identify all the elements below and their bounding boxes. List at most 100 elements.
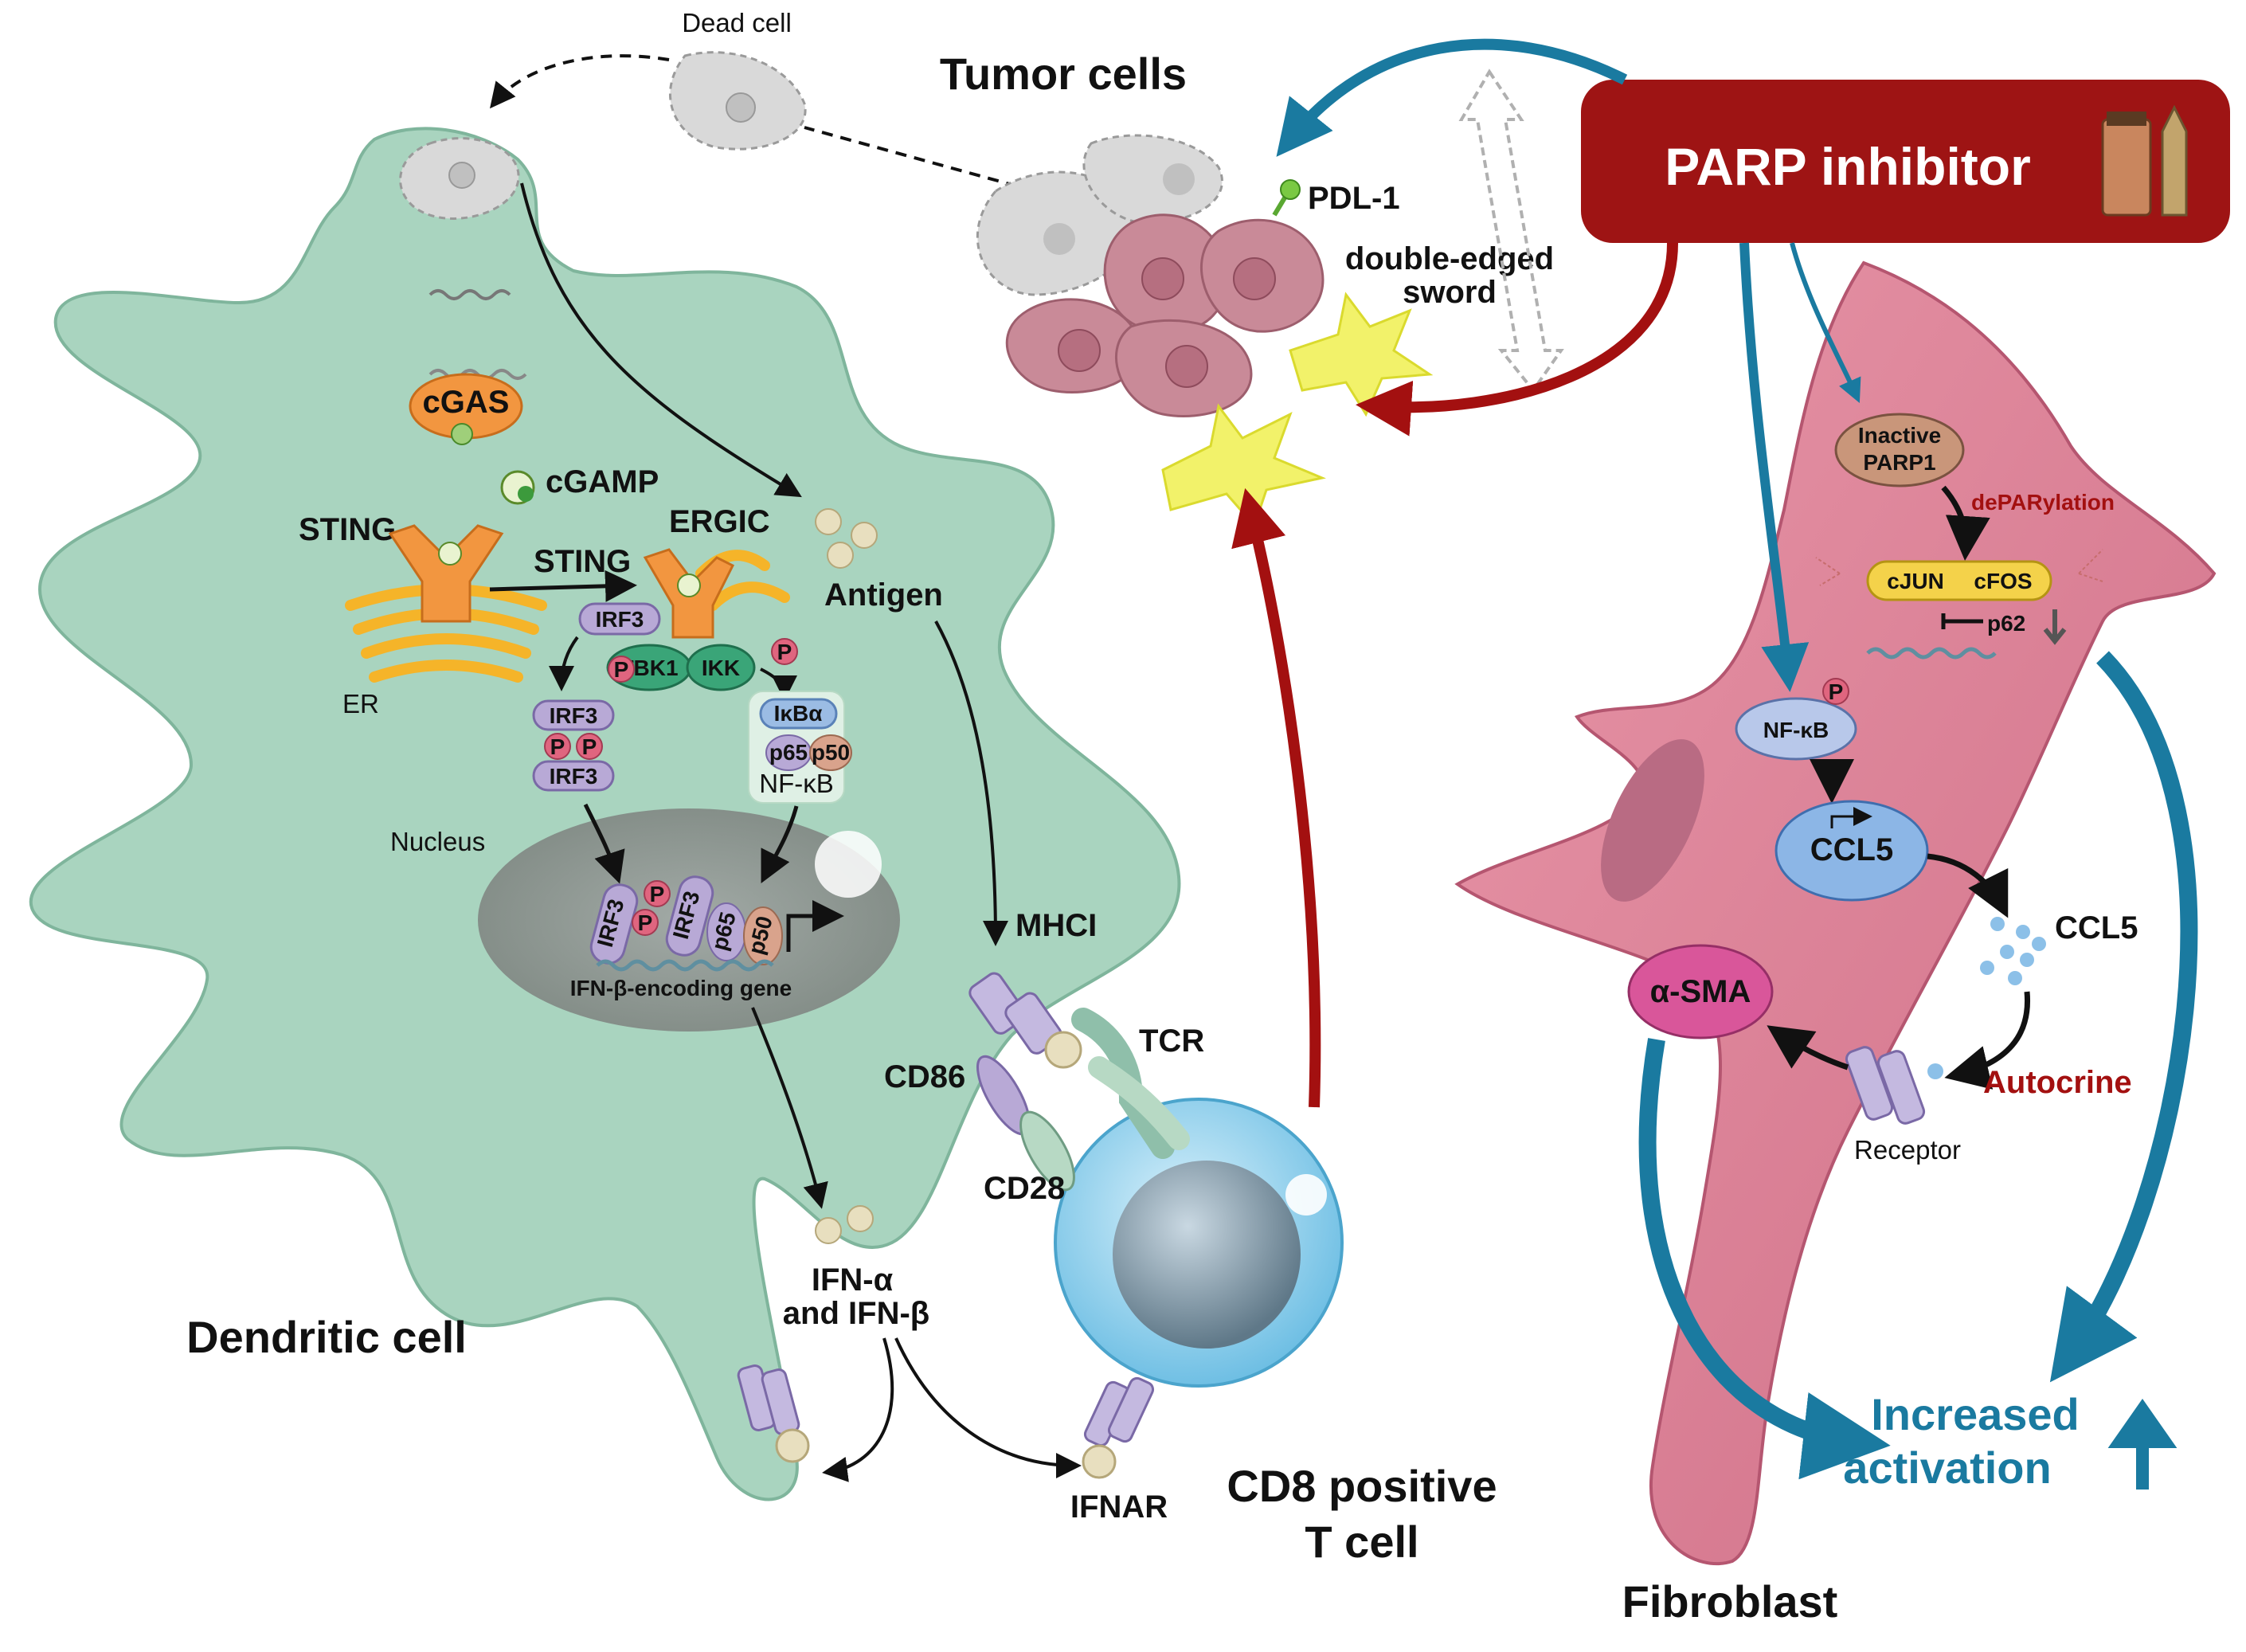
irf3-ergic bbox=[578, 602, 661, 636]
double-edged-sword-arrow bbox=[1458, 69, 1564, 393]
ifn-autocrine-arrow bbox=[822, 1337, 894, 1482]
tcell-to-tumor-red-arrow bbox=[1231, 487, 1321, 1108]
parp-inhibitor-background bbox=[1581, 80, 2230, 243]
ccl5-label: CCL5 bbox=[2055, 910, 2138, 945]
ifn-label-1: IFN-α bbox=[812, 1262, 894, 1298]
p-nuclear-a-label: P bbox=[650, 882, 665, 906]
cgamp-core-icon bbox=[518, 486, 534, 502]
p-nuclear-b-label: P bbox=[638, 910, 653, 935]
ifn-paracrine-arrow bbox=[894, 1337, 1082, 1478]
ifn-label-2: and IFN-β bbox=[783, 1296, 929, 1331]
increase-up-arrow-icon bbox=[2107, 1399, 2178, 1490]
ikba-protein bbox=[759, 698, 838, 730]
phospho-nfkb-icon bbox=[1822, 678, 1849, 705]
killing-burst-lower bbox=[1161, 403, 1327, 528]
ccl5-gene-label: CCL5 bbox=[1810, 832, 1893, 867]
phospho-irf3-b-icon bbox=[576, 733, 603, 760]
p62-inhibition-icon bbox=[1941, 613, 1983, 629]
antigen-processing-arrow bbox=[520, 182, 802, 498]
ikk-label: IKK bbox=[702, 656, 740, 680]
cjun-cfos-complex bbox=[1866, 560, 2052, 601]
asma-to-activation-arrow bbox=[1638, 1038, 1891, 1480]
cd8-t-cell: CD8 positive T cell bbox=[1054, 1098, 1497, 1567]
alpha-sma-label: α-SMA bbox=[1650, 974, 1751, 1009]
t-cell-nucleus bbox=[1113, 1161, 1301, 1349]
antigen-to-mhci-arrow bbox=[934, 620, 1008, 946]
mhci-label: MHCI bbox=[1015, 908, 1097, 943]
p62-gene-dna-icon bbox=[1866, 647, 1997, 660]
sting-ergic-label: STING bbox=[534, 544, 631, 579]
pdl1-stalk bbox=[1272, 194, 1289, 217]
p-ikk-label: P bbox=[777, 640, 792, 664]
ifnar-t-ligand bbox=[1082, 1444, 1117, 1479]
pdl1-icon bbox=[1280, 179, 1301, 200]
nucleus-highlight bbox=[815, 831, 882, 898]
p-irf3-b-label: P bbox=[582, 734, 597, 759]
engulfed-nucleus bbox=[448, 162, 475, 189]
cgamp-bound-icon bbox=[451, 423, 473, 445]
sting-er-label: STING bbox=[299, 512, 396, 547]
mhci-antigen bbox=[1044, 1031, 1082, 1069]
cgas-label: cGAS bbox=[423, 385, 510, 420]
parp-to-tumor-red-arrow bbox=[1356, 242, 1678, 436]
p65-label: p65 bbox=[769, 740, 808, 765]
er-label: ER bbox=[342, 689, 379, 718]
antigen-label: Antigen bbox=[824, 577, 943, 613]
ccl5-receptor bbox=[1845, 1046, 1943, 1125]
receptor-label: Receptor bbox=[1854, 1135, 1961, 1165]
nfkb-dc-label: NF-κB bbox=[759, 769, 834, 798]
t-cell-highlight bbox=[1285, 1174, 1327, 1216]
tcr-label: TCR bbox=[1139, 1024, 1204, 1059]
ifnar-dc-ligand bbox=[775, 1428, 810, 1463]
cd8-label-1: CD8 positive bbox=[1227, 1461, 1497, 1511]
irf3-ergic-label: IRF3 bbox=[596, 607, 644, 632]
ccl5-transcription-icon bbox=[1830, 807, 1872, 828]
sting-ergic-cgamp-icon bbox=[677, 574, 701, 597]
irf3-dimer-bottom bbox=[532, 760, 615, 792]
tumor-cells: Tumor cells PDL-1 double-edged sword bbox=[940, 49, 1564, 528]
cd86-label: CD86 bbox=[884, 1059, 965, 1094]
increased-activation-label-2: activation bbox=[1843, 1443, 2051, 1493]
p62-down-arrow-icon bbox=[2043, 609, 2067, 645]
irf3-nuclear-arrow bbox=[583, 803, 625, 884]
parp-to-nfkb-arrow bbox=[1739, 242, 1810, 692]
nfkb-to-ccl5-arrow bbox=[1809, 758, 1854, 804]
drug-bottle-cap-icon bbox=[2107, 112, 2146, 126]
tcr-chain-b bbox=[1088, 1056, 1190, 1150]
antigen-particle-b bbox=[851, 522, 878, 549]
par-chain-right-icon bbox=[2078, 549, 2103, 582]
cgamp-label: cGAMP bbox=[546, 464, 659, 499]
cd28-molecule bbox=[1019, 1110, 1075, 1192]
dendritic-cell-body bbox=[29, 127, 1181, 1501]
phospho-irf3-a-icon bbox=[544, 733, 571, 760]
p-irf3-a-label: P bbox=[550, 734, 565, 759]
ikba-label: IκBα bbox=[774, 701, 823, 726]
parp-to-pdl1-arrow bbox=[1276, 38, 1628, 157]
ifn-particle-a bbox=[815, 1217, 842, 1244]
dead-cell-label: Dead cell bbox=[682, 8, 792, 37]
pdl1-label: PDL-1 bbox=[1308, 181, 1400, 216]
phospho-tbk1-icon bbox=[608, 656, 635, 683]
ifnb-gene-label: IFN-β-encoding gene bbox=[570, 976, 792, 1000]
ccl5-particles bbox=[1980, 917, 2046, 985]
dendritic-cell: cGAS cGAMP STING ER STING ERGIC IRF3 bbox=[29, 127, 1181, 1501]
double-edged-label-2: sword bbox=[1403, 275, 1497, 310]
phospho-ikk-icon bbox=[771, 638, 798, 665]
autocrine-label: Autocrine bbox=[1983, 1065, 2132, 1100]
fibroblast: Inactive PARP1 dePARylation cJUN cFOS p6… bbox=[1454, 242, 2217, 1627]
inactive-parp1-label-2: PARP1 bbox=[1863, 450, 1935, 475]
killing-burst-upper bbox=[1289, 292, 1434, 417]
receptor-to-asma-arrow bbox=[1767, 1025, 1849, 1071]
parp-inhibitor-box: PARP inhibitor bbox=[1581, 80, 2230, 243]
ifnar-label: IFNAR bbox=[1070, 1490, 1168, 1525]
increased-activation-label-1: Increased bbox=[1871, 1389, 2080, 1439]
dead-cell-uptake-arrow bbox=[489, 54, 670, 109]
irf3-dimer-top-label: IRF3 bbox=[550, 703, 598, 728]
deparylation-arrow bbox=[1941, 485, 1990, 561]
cd8-label-2: T cell bbox=[1305, 1517, 1418, 1567]
ikk-kinase bbox=[686, 644, 756, 691]
immune-synapse: MHCI TCR CD86 CD28 IFN-α and IFN-β IFNAR bbox=[737, 908, 1204, 1525]
drug-bottle-icon bbox=[2101, 118, 2152, 217]
antigen-particle-c bbox=[827, 542, 854, 569]
